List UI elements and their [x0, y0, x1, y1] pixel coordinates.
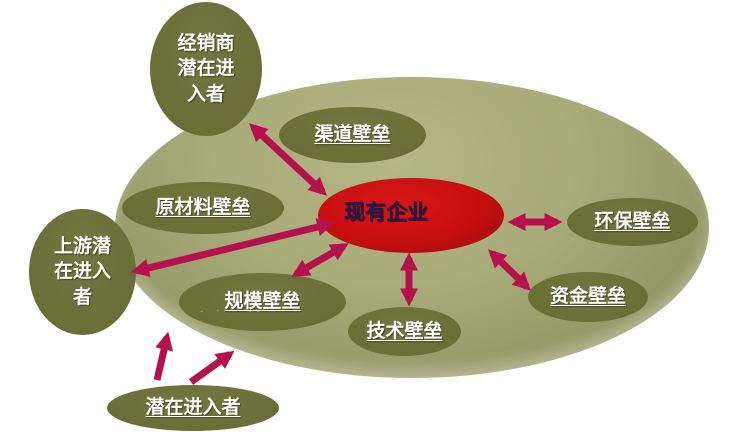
node-environmental-barrier: 环保壁垒 [567, 198, 698, 246]
node-label: 技术壁垒 [366, 320, 443, 342]
node-dealer-potential-entrant: 经销商潜在进入者 [150, 2, 262, 136]
node-scale-barrier: 规模壁垒 [179, 273, 346, 331]
node-label: 潜在进入者 [145, 397, 241, 419]
node-technology-barrier: 技术壁垒 [348, 307, 461, 356]
faint-residual-marks: - · · -- · [200, 306, 282, 317]
arrow-potential-up [153, 331, 173, 381]
node-potential-entrant: 潜在进入者 [107, 385, 279, 431]
node-label: 经销商潜在进入者 [177, 33, 235, 105]
arrow-capital-center [488, 249, 531, 291]
node-label: 规模壁垒 [224, 291, 301, 313]
node-existing-enterprise: 现有企业 [318, 178, 504, 253]
arrow-upstream-center [130, 218, 336, 277]
arrow-potential-upright [188, 350, 235, 385]
node-upstream-potential-entrant: 上游潜在进入者 [29, 209, 136, 335]
node-label: 原材料壁垒 [155, 197, 251, 219]
node-label: 上游潜在进入者 [53, 236, 111, 308]
node-capital-barrier: 资金壁垒 [528, 272, 648, 322]
center-label: 现有企业 [344, 200, 428, 224]
node-label: 环保壁垒 [594, 211, 671, 233]
node-label: 资金壁垒 [549, 286, 626, 308]
node-label: 渠道壁垒 [314, 124, 391, 146]
arrow-scale-center [291, 242, 349, 278]
arrow-dealer-center [248, 123, 328, 196]
